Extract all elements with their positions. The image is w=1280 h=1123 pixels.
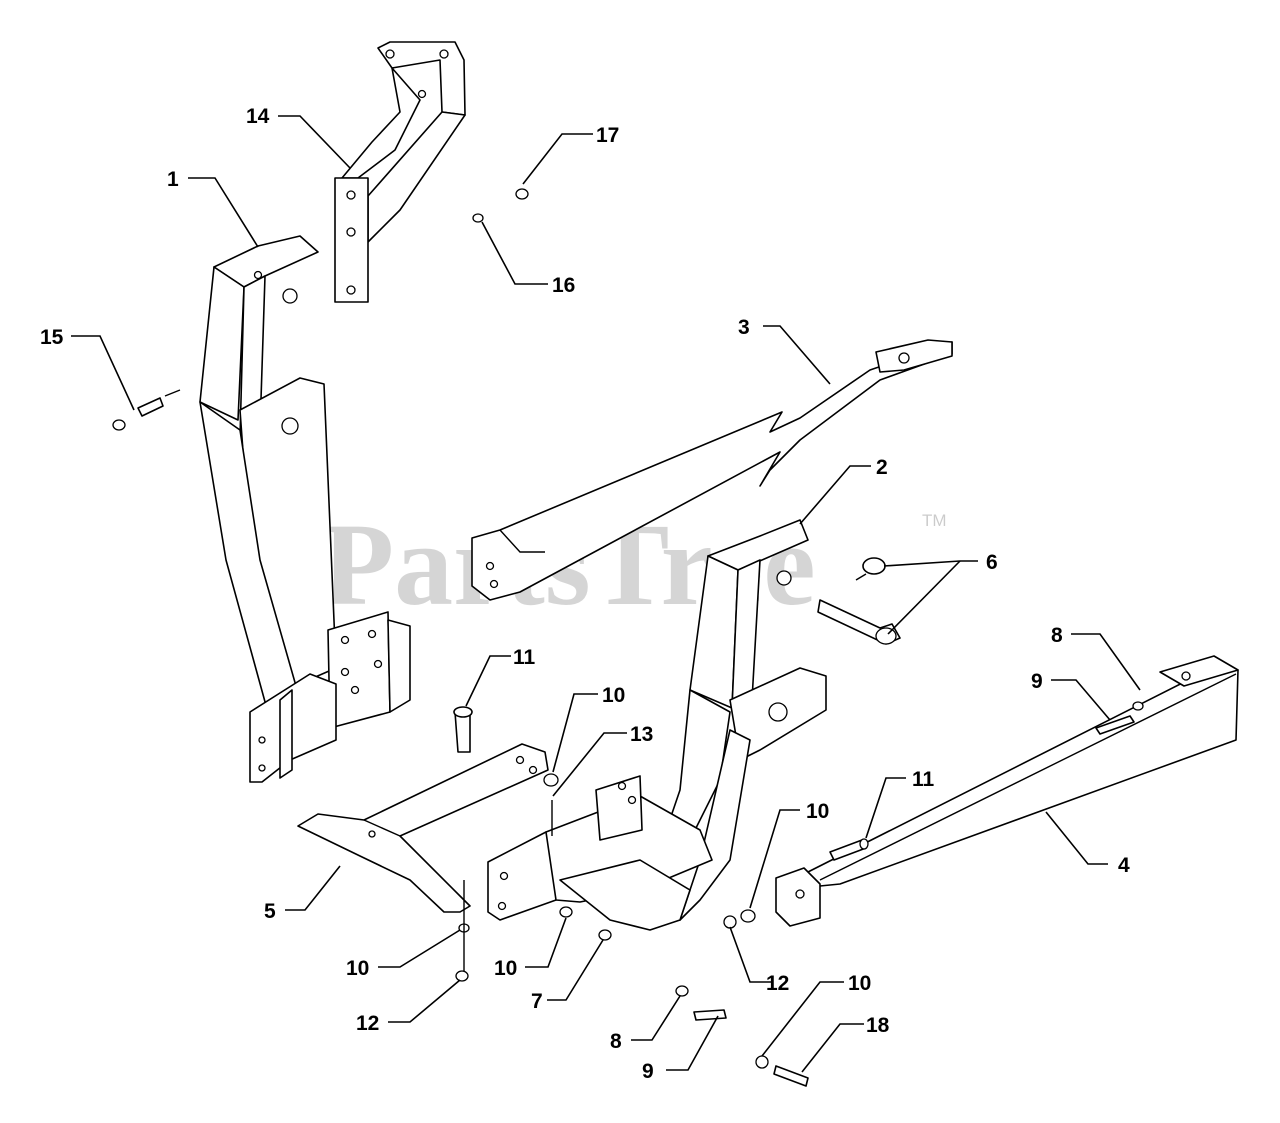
callout-12-right: 12: [766, 972, 789, 995]
part-5-plate[interactable]: [297, 743, 549, 913]
part-6-pin[interactable]: [817, 557, 901, 645]
callout-10-lower: 10: [848, 972, 871, 995]
callout-9-upper: 9: [1031, 670, 1043, 693]
callout-16: 16: [552, 274, 575, 297]
part-3-cross-bar[interactable]: [471, 339, 953, 601]
callout-11-left: 11: [513, 646, 536, 669]
lower-centre-weldment[interactable]: [487, 775, 713, 931]
callout-8-upper: 8: [1051, 624, 1063, 647]
callout-6: 6: [986, 551, 998, 574]
callout-12-left: 12: [356, 1012, 379, 1035]
callout-7: 7: [531, 990, 543, 1013]
callout-10-centre: 10: [494, 957, 517, 980]
callout-2: 2: [876, 456, 888, 479]
callout-9-lower: 9: [642, 1060, 654, 1083]
callout-3: 3: [738, 316, 750, 339]
callout-15: 15: [40, 326, 64, 349]
callout-13: 13: [630, 723, 653, 746]
callout-4: 4: [1118, 854, 1130, 877]
part-14-bracket[interactable]: [334, 41, 466, 303]
part-2-right-frame[interactable]: [649, 519, 827, 921]
callout-5: 5: [264, 900, 276, 923]
callout-10-right: 10: [806, 800, 829, 823]
callout-10-left: 10: [346, 957, 369, 980]
leader-lines: [71, 115, 1141, 1073]
part-4-rail[interactable]: [775, 655, 1239, 927]
callout-labels: 14 17 1 16 15 3 2 6 8 9 11 10 13 11 10 4…: [40, 105, 1130, 1083]
callout-11-right: 11: [912, 768, 935, 791]
callout-18: 18: [866, 1014, 890, 1037]
callout-10-top: 10: [602, 684, 625, 707]
callout-8-lower: 8: [610, 1030, 622, 1053]
callout-14: 14: [246, 105, 270, 128]
callout-1: 1: [167, 168, 179, 191]
callout-17: 17: [596, 124, 619, 147]
watermark-trademark: TM: [922, 511, 947, 530]
part-1-left-frame[interactable]: [199, 235, 411, 783]
